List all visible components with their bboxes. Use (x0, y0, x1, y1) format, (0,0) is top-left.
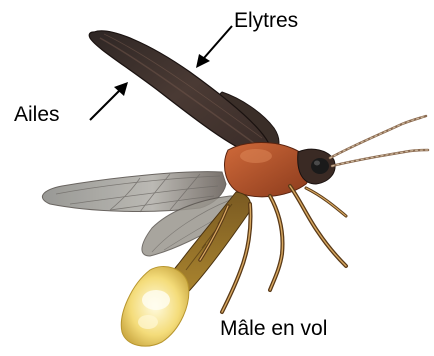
ailes-label: Ailes (14, 104, 60, 125)
elytres-arrow (196, 26, 232, 68)
male-en-vol-label: Mâle en vol (220, 318, 327, 339)
eye (311, 158, 329, 174)
ailes-arrow (90, 82, 128, 120)
thorax (224, 143, 311, 197)
elytres-label: Elytres (234, 10, 298, 31)
antennae (330, 116, 428, 166)
